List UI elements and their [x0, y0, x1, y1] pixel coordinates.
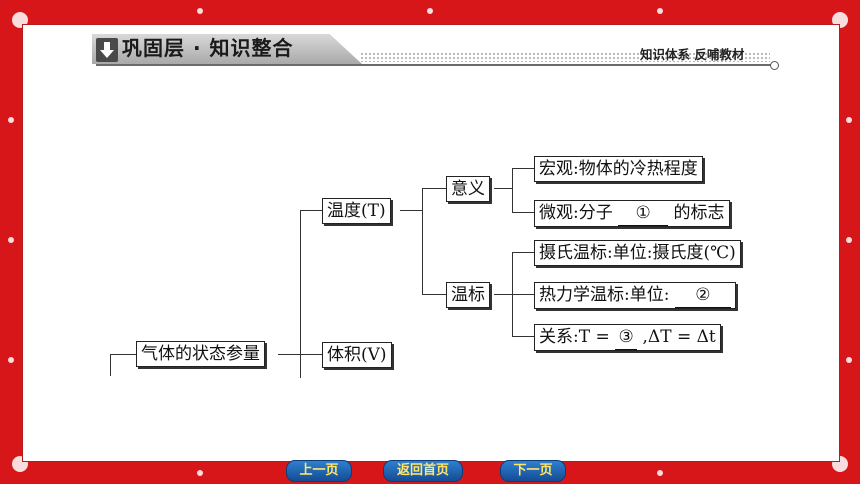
- page-title: 巩固层 · 知识整合: [122, 36, 294, 60]
- connector-line: [512, 212, 534, 213]
- node-label: 微观:分子: [539, 203, 613, 223]
- node-label: ,ΔT = Δt: [642, 327, 716, 347]
- node-label: 气体的状态参量: [141, 344, 260, 364]
- connector-line: [512, 252, 534, 253]
- node-label: 关系:T =: [539, 327, 616, 347]
- node-label: 意义: [451, 179, 485, 199]
- header-underline: [96, 64, 772, 66]
- node-label: 温度(T): [327, 201, 386, 221]
- header-line-end-circle: [770, 61, 779, 70]
- connector-line: [422, 188, 446, 189]
- connector-line: [278, 354, 300, 355]
- node-thermodynamic: 热力学温标:单位: ②: [534, 282, 736, 309]
- connector-line: [110, 354, 111, 376]
- node-temperature: 温度(T): [322, 198, 391, 224]
- header-banner: [92, 34, 362, 64]
- node-label: 宏观:物体的冷热程度: [539, 159, 698, 179]
- node-temperature-scale: 温标: [446, 282, 490, 308]
- node-label: 热力学温标:单位:: [539, 285, 670, 305]
- node-micro: 微观:分子 ① 的标志: [534, 200, 730, 227]
- connector-line: [422, 294, 446, 295]
- connector-line: [512, 294, 534, 295]
- node-volume: 体积(V): [322, 342, 392, 368]
- node-celsius: 摄氏温标:单位:摄氏度(℃): [534, 240, 741, 266]
- node-label: 体积(V): [327, 345, 387, 365]
- connector-line: [400, 210, 422, 211]
- connector-line: [494, 188, 512, 189]
- connector-line: [512, 336, 534, 337]
- page-subtitle: 知识体系 反哺教材: [640, 47, 745, 62]
- connector-line: [512, 168, 513, 212]
- connector-line: [494, 294, 512, 295]
- connector-line: [512, 168, 534, 169]
- blank-1: ①: [618, 201, 669, 226]
- node-label: 温标: [451, 285, 485, 305]
- blank-2: ②: [674, 283, 731, 308]
- node-meaning: 意义: [446, 176, 490, 202]
- connector-line: [300, 354, 322, 355]
- next-page-button[interactable]: 下一页: [500, 460, 566, 482]
- connector-line: [300, 210, 322, 211]
- down-arrow-icon: [96, 38, 118, 62]
- node-macro: 宏观:物体的冷热程度: [534, 156, 703, 182]
- connector-line: [422, 188, 423, 294]
- home-button[interactable]: 返回首页: [383, 460, 463, 482]
- node-label: 摄氏温标:单位:摄氏度(℃): [539, 243, 736, 263]
- blank-3: ③: [615, 325, 638, 350]
- header-dotted-strip: [360, 52, 770, 62]
- node-relation: 关系:T = ③ ,ΔT = Δt: [534, 324, 721, 351]
- connector-line: [300, 210, 301, 378]
- node-gas-state-parameters: 气体的状态参量: [136, 341, 265, 367]
- connector-line: [110, 354, 136, 355]
- node-label: 的标志: [673, 203, 725, 223]
- prev-page-button[interactable]: 上一页: [286, 460, 352, 482]
